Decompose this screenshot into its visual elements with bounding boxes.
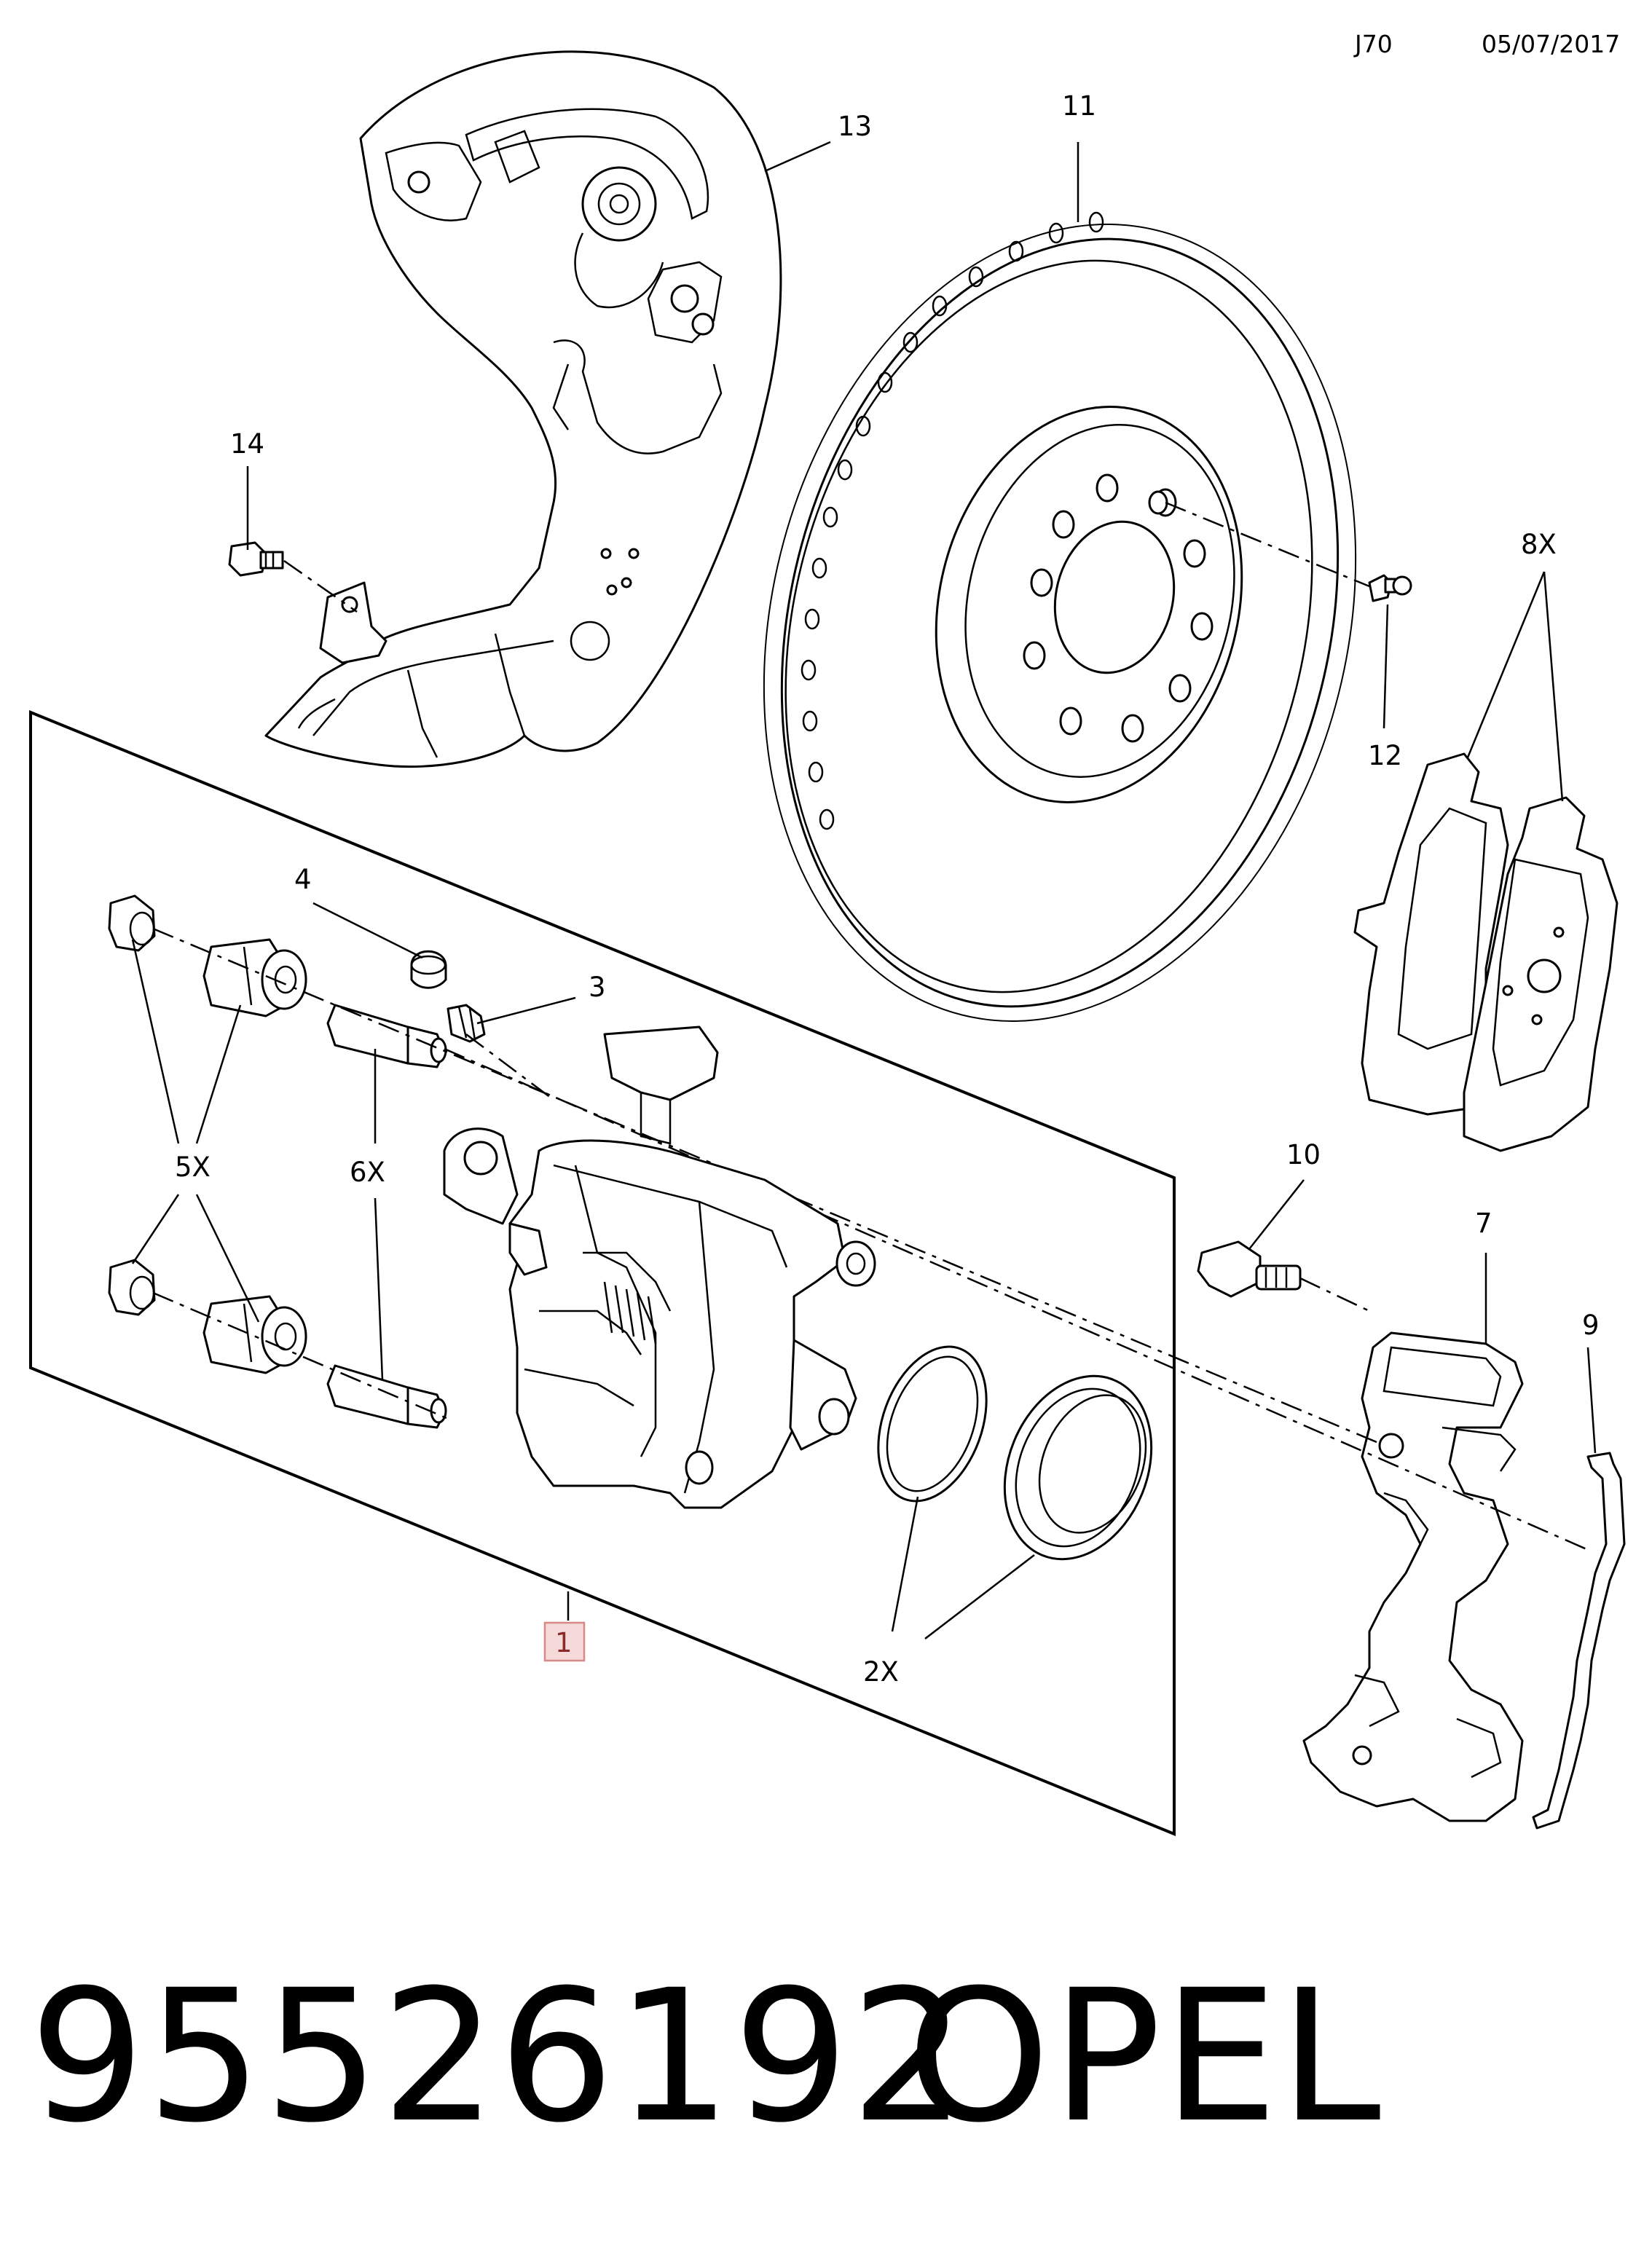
part-number: 95526192 [29,1950,967,2162]
callout-7: 7 [1475,1208,1492,1239]
axis-14 [283,559,358,613]
callout-8x: 8X [1521,529,1557,560]
callout-3: 3 [589,972,606,1003]
header-code: J70 [1353,30,1393,58]
callout-12: 12 [1368,740,1402,771]
callout-2x: 2X [863,1656,899,1688]
callout-4: 4 [294,864,312,895]
axis-12 [1165,501,1370,588]
header-date: 05/07/2017 [1482,30,1620,58]
callout-13: 13 [838,111,872,142]
caliper-carrier-bracket [1302,1331,1524,1822]
axis-lower-pin [152,1291,452,1422]
assembly-frame [29,710,1176,1836]
axis-caliper [444,1047,1592,1553]
guide-pin-boots [108,894,307,1374]
bleeder-valve [447,1004,486,1043]
bleed-cap [410,950,447,989]
callout-1-highlight [543,1621,586,1662]
screw-12 [1368,574,1412,602]
axis-10 [1299,1277,1370,1312]
callout-5x: 5X [175,1151,211,1183]
callout-6x: 6X [350,1157,385,1188]
brake-disc [763,211,1357,1022]
caliper-piston-ribs [603,1281,657,1345]
axis-bleeder [465,1034,554,1101]
disc-vent-holes [801,211,1104,830]
callout-10: 10 [1286,1139,1321,1170]
brake-pads [1353,752,1618,1152]
callout-1: 1 [555,1627,573,1658]
leader-lines [131,141,1597,1639]
brand-name: OPEL [907,1950,1382,2162]
callout-9: 9 [1582,1310,1600,1341]
piston-seals [877,1345,1153,1561]
caliper-body [443,1025,876,1509]
dust-shield [264,50,782,768]
bolt-14 [228,541,284,577]
spring-clip [1532,1452,1626,1830]
callout-14: 14 [230,428,264,460]
bolt-10 [1197,1240,1302,1298]
callout-11: 11 [1062,90,1096,122]
guide-pins [326,1004,447,1429]
callout-1-box[interactable]: 1 [543,1621,586,1662]
